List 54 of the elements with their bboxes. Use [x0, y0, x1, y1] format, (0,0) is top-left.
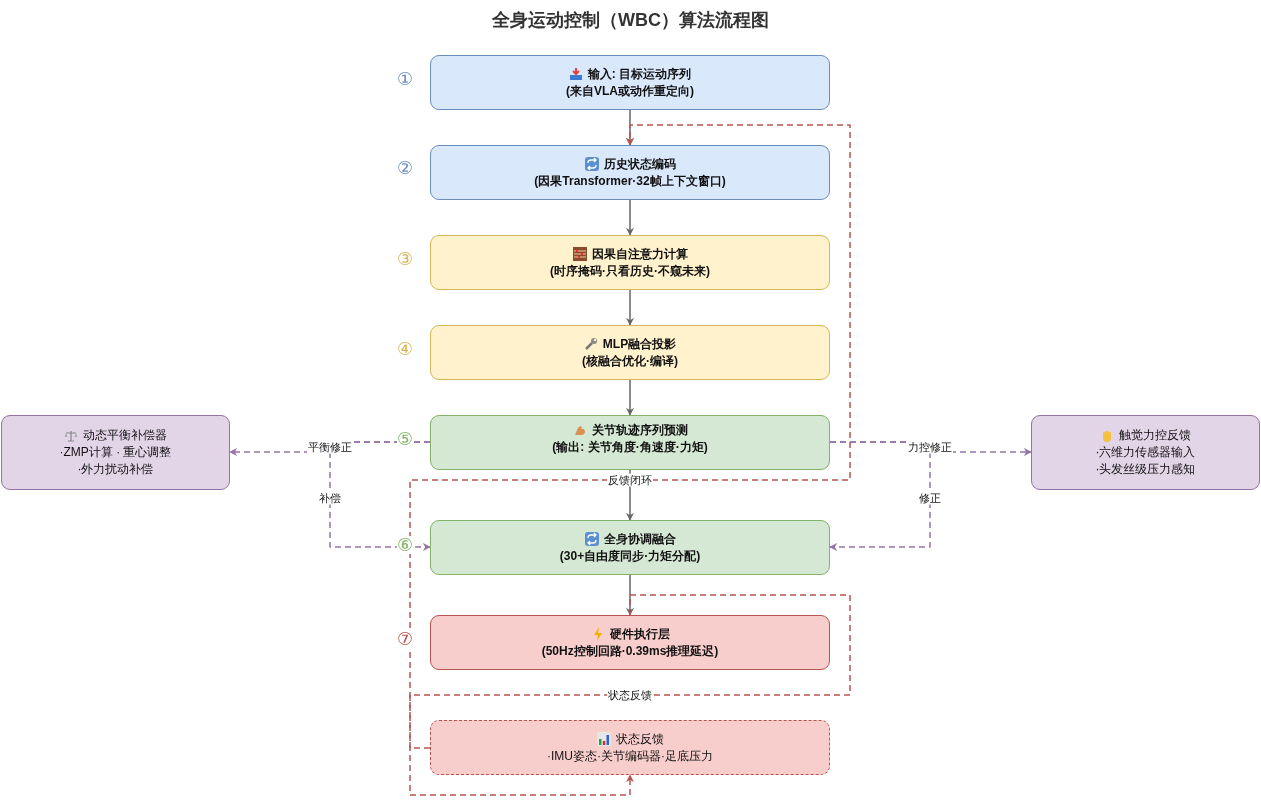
box-subtitle: (核融合优化·编译): [582, 352, 678, 370]
box-subtitle: (因果Transformer·32帧上下文窗口): [534, 172, 726, 190]
arrow: [329, 441, 431, 551]
arrow: [626, 574, 634, 616]
process-box: [430, 325, 830, 380]
box-subtitle: (输出: 关节角度·角速度·力矩): [552, 438, 708, 456]
arrow: [626, 199, 634, 236]
arrow: [829, 441, 931, 551]
edge-label: 平衡修正: [307, 440, 353, 454]
box-subtitle: (时序掩码·只看历史·不窥未来): [550, 262, 710, 280]
box-subtitle: (来自VLA或动作重定向): [566, 82, 694, 100]
module-box: [1, 415, 230, 490]
edge-label: 修正: [918, 491, 942, 505]
box-heading: 触觉力控反馈: [1119, 427, 1191, 444]
box-subtitle: (30+自由度同步·力矩分配): [559, 547, 701, 565]
feedback-box: [430, 720, 830, 775]
arrow: [409, 594, 851, 796]
process-box: [430, 615, 830, 670]
step-number: ②: [396, 159, 414, 177]
step-number: ⑤: [396, 430, 414, 448]
box-heading: 因果自注意力计算: [591, 245, 688, 263]
box-heading: 动态平衡补偿器: [83, 427, 167, 444]
process-box: [430, 55, 830, 110]
step-number: ⑦: [396, 630, 414, 648]
bullet-text: ·ZMP计算 · 重心调整: [59, 444, 172, 461]
edge-label: 状态反馈: [607, 688, 653, 702]
module-box: [1031, 415, 1260, 490]
process-box: [430, 520, 830, 575]
box-heading: 状态反馈: [615, 730, 664, 748]
bullet-text: ·IMU姿态·关节编码器·足底压力: [547, 747, 713, 765]
diagram-title: 全身运动控制（WBC）算法流程图: [491, 9, 770, 32]
box-heading: 全身协调融合: [603, 530, 676, 548]
bullet-text: ·六维力传感器输入: [1095, 444, 1196, 461]
arrow: [626, 289, 634, 326]
box-subtitle: (50Hz控制回路·0.39ms推理延迟): [541, 642, 719, 660]
box-heading: 关节轨迹序列预测: [591, 421, 688, 439]
edge-label: 反馈闭环: [607, 473, 653, 487]
process-box: [430, 415, 830, 470]
edge-label: 补偿: [318, 491, 342, 505]
box-heading: MLP融合投影: [602, 335, 677, 353]
step-number: ⑥: [396, 536, 414, 554]
bullet-text: ·头发丝级压力感知: [1095, 461, 1196, 478]
box-heading: 历史状态编码: [603, 155, 676, 173]
step-number: ④: [396, 340, 414, 358]
edge-label: 力控修正: [907, 440, 953, 454]
arrow: [409, 124, 851, 749]
process-box: [430, 235, 830, 290]
process-box: [430, 145, 830, 200]
box-heading: 输入: 目标运动序列: [587, 65, 692, 83]
bullet-text: ·外力扰动补偿: [77, 461, 154, 478]
arrow: [626, 379, 634, 416]
step-number: ③: [396, 250, 414, 268]
box-heading: 硬件执行层: [609, 625, 670, 643]
step-number: ①: [396, 70, 414, 88]
